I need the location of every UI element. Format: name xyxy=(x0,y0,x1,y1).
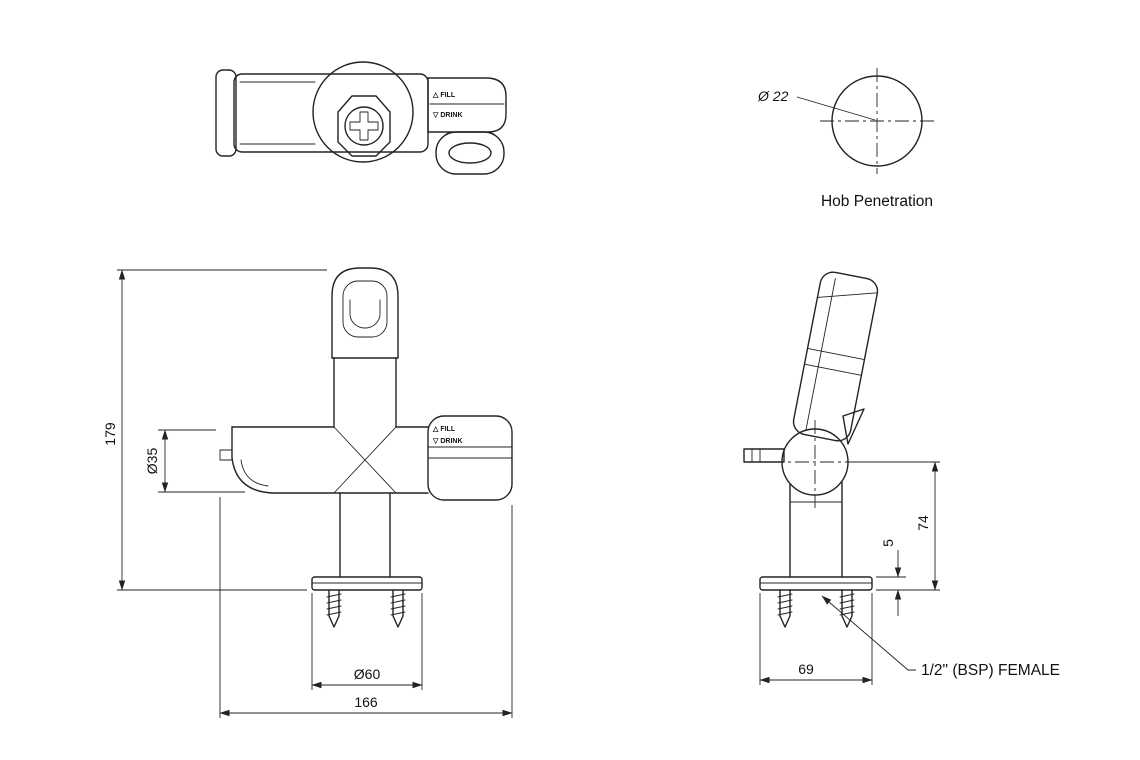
dim-flange-width-label: 69 xyxy=(798,661,814,677)
front-lever: △ FILL ▽ DRINK xyxy=(427,415,513,501)
top-view: △ FILL ▽ DRINK xyxy=(215,61,507,175)
mounting-screw xyxy=(777,589,793,628)
dim-body-height: 74 xyxy=(852,461,940,591)
dim-overall-height: 179 xyxy=(102,269,327,591)
front-flange xyxy=(311,576,423,591)
dim-outlet-diameter-label: Ø35 xyxy=(144,448,160,475)
dim-outlet-diameter: Ø35 xyxy=(144,429,245,493)
mounting-screw xyxy=(390,589,406,628)
front-cross-body xyxy=(231,426,429,494)
hob-penetration-view: Ø 22 Hob Penetration xyxy=(757,68,934,210)
dim-flange-thickness: 5 xyxy=(876,539,906,616)
lever-fill-label: △ FILL xyxy=(432,92,456,99)
lever-fill-label: △ FILL xyxy=(432,426,456,433)
side-flange xyxy=(759,576,873,591)
lever-drink-label: ▽ DRINK xyxy=(432,112,463,119)
front-view: △ FILL ▽ DRINK 179 Ø35 xyxy=(102,267,513,718)
phillips-cross-icon xyxy=(349,111,379,141)
side-spout xyxy=(792,271,879,442)
side-view: 74 5 69 1/2" (BSP) FEMALE xyxy=(743,271,1060,685)
dim-overall-width-label: 166 xyxy=(354,694,378,710)
top-view-body xyxy=(233,73,429,153)
dim-overall-height-label: 179 xyxy=(102,422,118,446)
dim-flange-diameter-label: Ø60 xyxy=(354,666,381,682)
hob-diameter-leader xyxy=(796,96,876,121)
front-spout xyxy=(331,267,399,428)
lever-drink-label: ▽ DRINK xyxy=(432,438,463,445)
dim-overall-width: 166 xyxy=(219,497,513,718)
dim-body-height-label: 74 xyxy=(915,515,931,531)
dim-flange-thickness-label: 5 xyxy=(880,539,896,547)
front-base xyxy=(311,492,423,628)
dim-flange-diameter: Ø60 xyxy=(311,593,423,690)
thread-note-leader: 1/2" (BSP) FEMALE xyxy=(821,595,1060,679)
top-view-end-cap xyxy=(215,69,237,157)
thread-note-label: 1/2" (BSP) FEMALE xyxy=(921,662,1060,679)
dim-flange-width: 69 xyxy=(759,593,873,685)
top-view-lever: △ FILL ▽ DRINK xyxy=(427,77,507,175)
front-outlet-arm xyxy=(219,426,273,494)
hob-caption: Hob Penetration xyxy=(821,193,933,210)
lever-hole xyxy=(448,142,492,164)
side-base xyxy=(759,481,873,628)
top-view-knob-octagon xyxy=(337,95,391,157)
top-view-screw-head xyxy=(344,106,384,146)
top-view-bonnet-circle xyxy=(312,61,414,163)
side-outlet-stub xyxy=(743,448,785,463)
hob-diameter-label: Ø 22 xyxy=(757,88,789,104)
side-lever-latch xyxy=(842,408,865,445)
mounting-screw xyxy=(326,589,342,628)
